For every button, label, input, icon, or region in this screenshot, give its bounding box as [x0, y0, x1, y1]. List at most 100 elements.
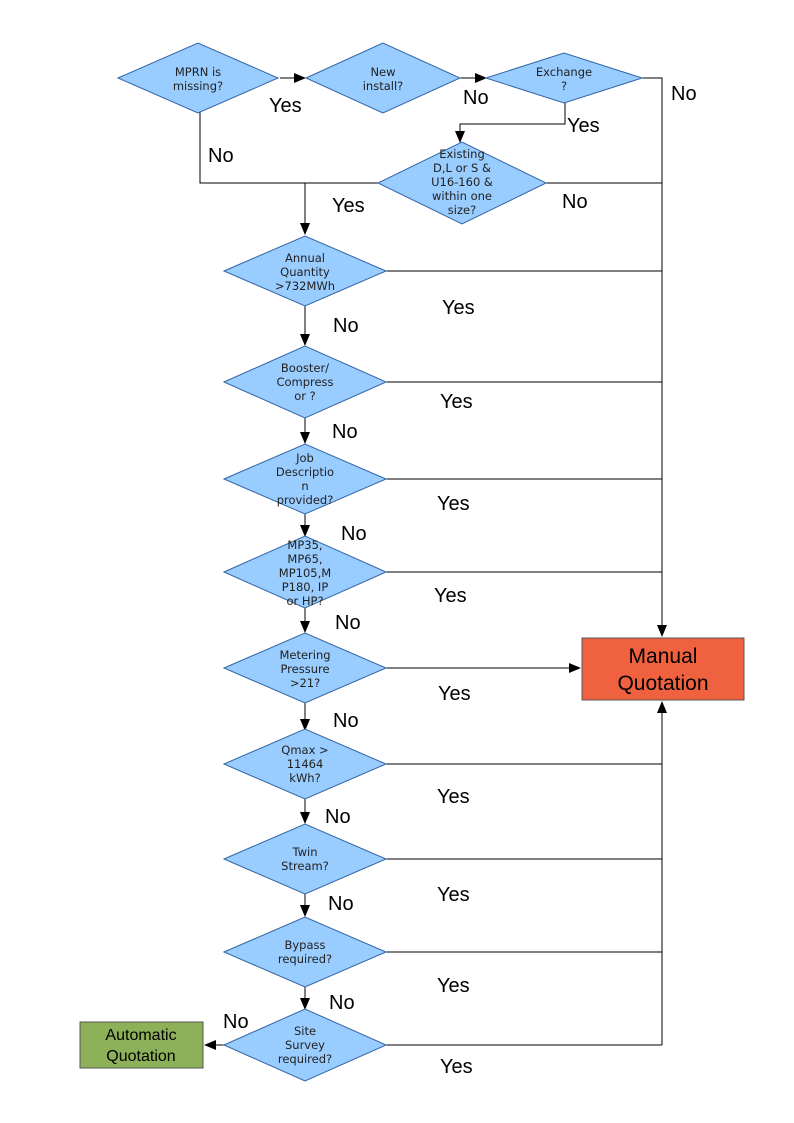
decision-text-mp-0: MP35,: [287, 538, 322, 552]
edge-label-new-install-no: No: [463, 87, 489, 109]
decision-text-mp-2: MP105,M: [279, 566, 331, 580]
decision-text-exchange-1: ?: [561, 79, 567, 93]
edge-label-existing-no: No: [562, 191, 588, 213]
decision-text-twin-stream-1: Stream?: [281, 859, 329, 873]
edge-label-qmax-yes: Yes: [437, 786, 470, 808]
edge-label-existing-yes: Yes: [332, 195, 365, 217]
decision-shape-new-install: [304, 42, 462, 114]
edge-exchange-no: [642, 77, 663, 183]
decision-text-job-description-1: Descriptio: [276, 465, 334, 479]
decision-exchange: Exchange?: [484, 52, 644, 104]
decision-text-existing-1: D,L or S &: [433, 161, 491, 175]
decision-text-annual-quantity-1: Quantity: [280, 265, 330, 279]
edge-label-bypass-yes: Yes: [437, 975, 470, 997]
edge-label-site-no: No: [223, 1011, 249, 1033]
edge-label-booster-yes: Yes: [440, 391, 473, 413]
decision-text-qmax-1: 11464: [287, 757, 324, 771]
edge-label-twin-yes: Yes: [437, 884, 470, 906]
decision-text-mp-1: MP65,: [287, 552, 322, 566]
decision-shape-annual-quantity: [222, 235, 388, 307]
decision-shape-site-survey: [222, 1008, 388, 1082]
edge-label-site-yes: Yes: [440, 1056, 473, 1078]
edge-label-job-yes: Yes: [437, 493, 470, 515]
decision-text-site-survey-1: Survey: [285, 1038, 325, 1052]
edge-label-qmax-no: No: [325, 806, 351, 828]
edge-label-bypass-no: No: [329, 992, 355, 1014]
decision-text-booster-1: Compress: [276, 375, 333, 389]
decision-text-new-install-0: New: [370, 65, 395, 79]
automatic-quotation-line-2: Quotation: [106, 1048, 175, 1065]
decision-text-job-description-3: provided?: [277, 493, 334, 507]
edge-label-mp-no: No: [335, 612, 361, 634]
decision-text-bypass-0: Bypass: [284, 938, 325, 952]
decision-shape-metering-pressure: [222, 632, 388, 704]
connectors: [199, 73, 667, 1050]
edge-mprn-no: [199, 112, 378, 184]
decision-text-annual-quantity-2: >732MWh: [275, 279, 335, 293]
decision-text-twin-stream-0: Twin: [291, 845, 317, 859]
edge-label-metering-yes: Yes: [438, 683, 471, 705]
manual-quotation-line-1: Manual: [629, 645, 698, 668]
edge-label-annual-no: No: [333, 315, 359, 337]
automatic-quotation-line-1: Automatic: [105, 1027, 176, 1044]
decision-shape-booster: [222, 345, 388, 419]
edge-label-metering-no: No: [333, 710, 359, 732]
decision-shape-bypass: [222, 916, 388, 988]
edge-label-mprn-no: No: [208, 145, 234, 167]
edge-label-mprn-yes: Yes: [269, 95, 302, 117]
decision-text-metering-pressure-1: Pressure: [280, 662, 329, 676]
decision-text-exchange-0: Exchange: [536, 65, 592, 79]
decision-text-existing-2: U16-160 &: [431, 175, 493, 189]
decision-shape-mprn: [116, 42, 280, 114]
decision-text-bypass-1: required?: [278, 952, 332, 966]
edge-label-job-no: No: [341, 523, 367, 545]
manual-quotation-box: Manual Quotation: [581, 637, 745, 701]
decision-text-mp-3: P180, IP: [282, 580, 329, 594]
decision-text-qmax-2: kWh?: [289, 771, 320, 785]
decision-shape-exchange: [484, 52, 644, 104]
decision-text-metering-pressure-2: >21?: [290, 676, 320, 690]
decision-text-existing-4: size?: [448, 203, 476, 217]
decision-text-metering-pressure-0: Metering: [279, 648, 330, 662]
decision-shape-twin-stream: [222, 823, 388, 895]
decision-shape-job-description: [222, 443, 388, 515]
decision-text-annual-quantity-0: Annual: [285, 251, 325, 265]
decision-text-job-description-2: n: [301, 479, 308, 493]
decision-text-mprn-0: MPRN is: [175, 65, 221, 79]
decision-text-mprn-1: missing?: [173, 79, 223, 93]
decision-text-new-install-1: install?: [363, 79, 404, 93]
automatic-quotation-box: Automatic Quotation: [79, 1021, 204, 1069]
edge-label-annual-yes: Yes: [442, 297, 475, 319]
manual-quotation-rect: [581, 637, 745, 701]
decision-text-existing-0: Existing: [439, 147, 485, 161]
decision-shape-mp: [222, 535, 388, 609]
decision-text-booster-2: or ?: [294, 389, 316, 403]
edge-label-booster-no: No: [332, 421, 358, 443]
automatic-quotation-rect: [79, 1021, 204, 1069]
decision-text-booster-0: Booster/: [281, 361, 329, 375]
decision-text-existing-3: within one: [432, 189, 492, 203]
manual-quotation-line-2: Quotation: [617, 672, 708, 695]
decision-shape-qmax: [222, 728, 388, 800]
decision-shape-existing: [376, 141, 548, 225]
decision-text-mp-4: or HP?: [286, 594, 323, 608]
edge-label-exchange-no: No: [671, 83, 697, 105]
decision-text-site-survey-2: required?: [278, 1052, 332, 1066]
edge-exchange-to-existing: [455, 103, 566, 143]
edge-label-twin-no: No: [328, 893, 354, 915]
decision-text-site-survey-0: Site: [294, 1024, 316, 1038]
